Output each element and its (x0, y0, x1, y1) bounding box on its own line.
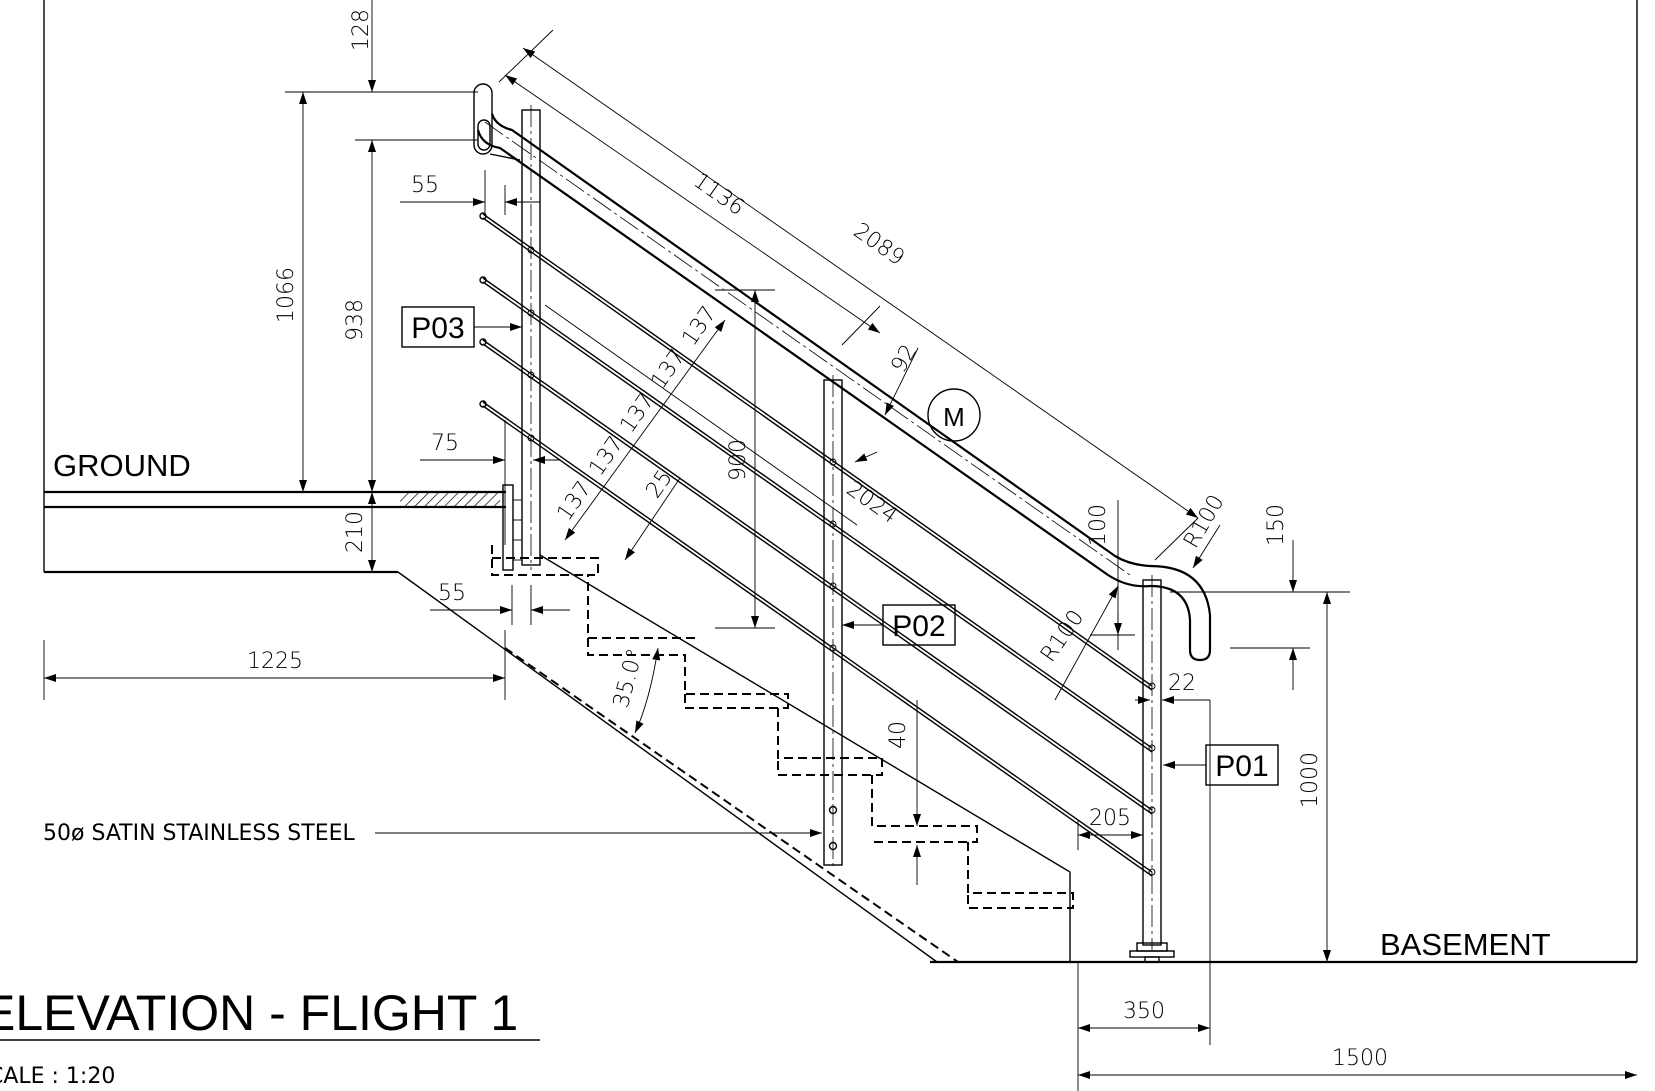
post-p03 (502, 105, 541, 571)
dim-1066: 1066 (274, 267, 299, 323)
slab-edge-hatch (400, 493, 500, 507)
dim-205: 205 (1089, 806, 1131, 831)
dim-137-4: 137 (646, 345, 691, 394)
dim-2089: 2089 (849, 218, 909, 271)
dim-137-2: 137 (584, 432, 629, 481)
dim-40: 40 (886, 721, 911, 749)
post-p02 (823, 375, 843, 868)
dim-137-1: 137 (552, 477, 597, 526)
dim-938: 938 (343, 299, 368, 341)
dim-210: 210 (343, 511, 368, 553)
dim-92: 92 (887, 340, 923, 377)
dim-55-bottom: 55 (438, 581, 466, 606)
dim-22: 22 (1168, 671, 1196, 696)
building-structure (43, 0, 1638, 964)
dim-55-top: 55 (411, 173, 439, 198)
dim-1000: 1000 (1298, 752, 1323, 808)
basement-level-label: BASEMENT (1380, 927, 1551, 962)
ground-level-label: GROUND (53, 448, 191, 483)
dim-2024: 2024 (842, 476, 902, 529)
post-p01 (1129, 575, 1175, 963)
drawing-scale: SCALE : 1:20 (0, 1064, 115, 1089)
tag-p01: P01 (1205, 744, 1279, 786)
stair-treads-hidden (491, 545, 1074, 963)
tag-m: M (927, 388, 981, 442)
dim-100: 100 (1086, 504, 1111, 546)
infill-rods (479, 212, 1156, 877)
dimension-lines (43, 0, 1637, 1091)
svg-text:P01: P01 (1215, 750, 1268, 783)
dimension-labels: 128 1066 938 210 55 75 55 1225 1136 2089… (247, 9, 1388, 1071)
dim-150: 150 (1264, 504, 1289, 546)
svg-text:M: M (943, 402, 965, 432)
drawing-title: ELEVATION - FLIGHT 1 (0, 985, 518, 1041)
dim-137-5: 137 (677, 302, 722, 351)
dim-1225: 1225 (247, 649, 303, 674)
material-note: 50ø SATIN STAINLESS STEEL (43, 821, 356, 846)
tag-p03: P03 (401, 306, 475, 348)
dim-128: 128 (349, 9, 374, 51)
dim-1500: 1500 (1332, 1046, 1388, 1071)
svg-text:P03: P03 (411, 312, 464, 345)
dim-75: 75 (431, 431, 459, 456)
dim-900: 900 (726, 439, 751, 481)
dim-r100-top: R100 (1179, 491, 1229, 553)
tag-p02: P02 (882, 604, 956, 646)
dim-25: 25 (641, 466, 678, 503)
dim-350: 350 (1123, 999, 1165, 1024)
dim-1136: 1136 (689, 168, 749, 221)
svg-text:P02: P02 (892, 610, 945, 643)
dim-137-3: 137 (615, 389, 660, 438)
